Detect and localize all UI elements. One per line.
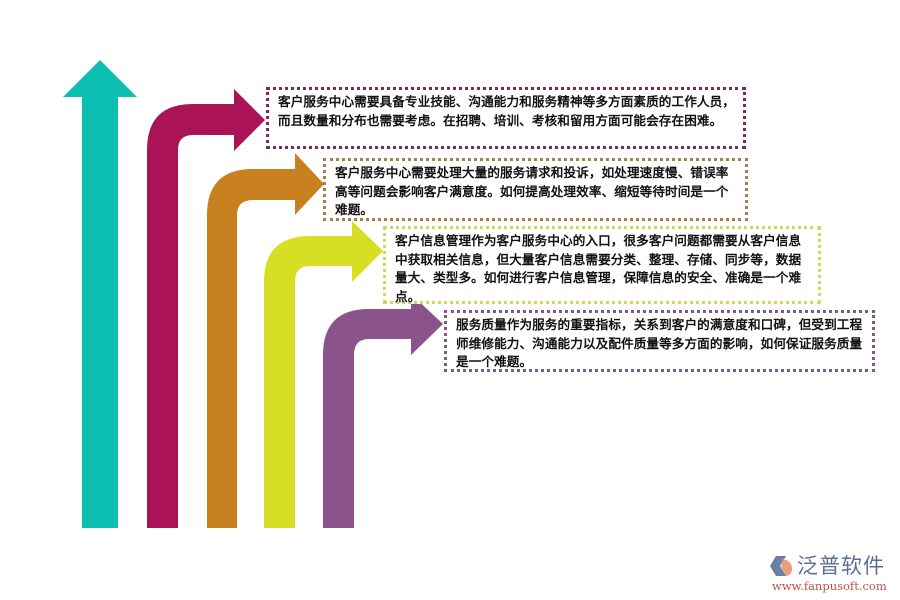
text-box-staffing: 客户服务中心需要具备专业技能、沟通能力和服务精神等多方面素质的工作人员，而且数量… bbox=[266, 87, 746, 149]
box-text: 客户信息管理作为客户服务中心的入口，很多客户问题都需要从客户信息中获取相关信息，… bbox=[395, 233, 802, 304]
brand-name: 泛普软件 bbox=[797, 554, 885, 578]
box-text: 客户服务中心需要处理大量的服务请求和投诉，如处理速度慢、错误率高等问题会影响客户… bbox=[335, 165, 729, 217]
teal-arrow-icon bbox=[63, 60, 137, 528]
brand-url: www.fanpusoft.com bbox=[772, 579, 887, 593]
yellow-arrow-icon bbox=[264, 221, 383, 528]
magenta-arrow-icon bbox=[147, 89, 265, 528]
text-box-service-quality: 服务质量作为服务的重要指标，关系到客户的满意度和口碑，但受到工程师维修能力、沟通… bbox=[444, 310, 875, 372]
text-box-customer-info: 客户信息管理作为客户服务中心的入口，很多客户问题都需要从客户信息中获取相关信息，… bbox=[383, 226, 821, 304]
box-text: 客户服务中心需要具备专业技能、沟通能力和服务精神等多方面素质的工作人员，而且数量… bbox=[278, 94, 735, 128]
purple-arrow-icon bbox=[323, 294, 443, 528]
orange-arrow-icon bbox=[207, 153, 324, 528]
text-box-request-handling: 客户服务中心需要处理大量的服务请求和投诉，如处理速度慢、错误率高等问题会影响客户… bbox=[323, 158, 748, 221]
box-text: 服务质量作为服务的重要指标，关系到客户的满意度和口碑，但受到工程师维修能力、沟通… bbox=[456, 317, 863, 369]
fanpu-logo-icon bbox=[770, 556, 792, 576]
brand-logo: 泛普软件 www.fanpusoft.com bbox=[770, 552, 894, 596]
